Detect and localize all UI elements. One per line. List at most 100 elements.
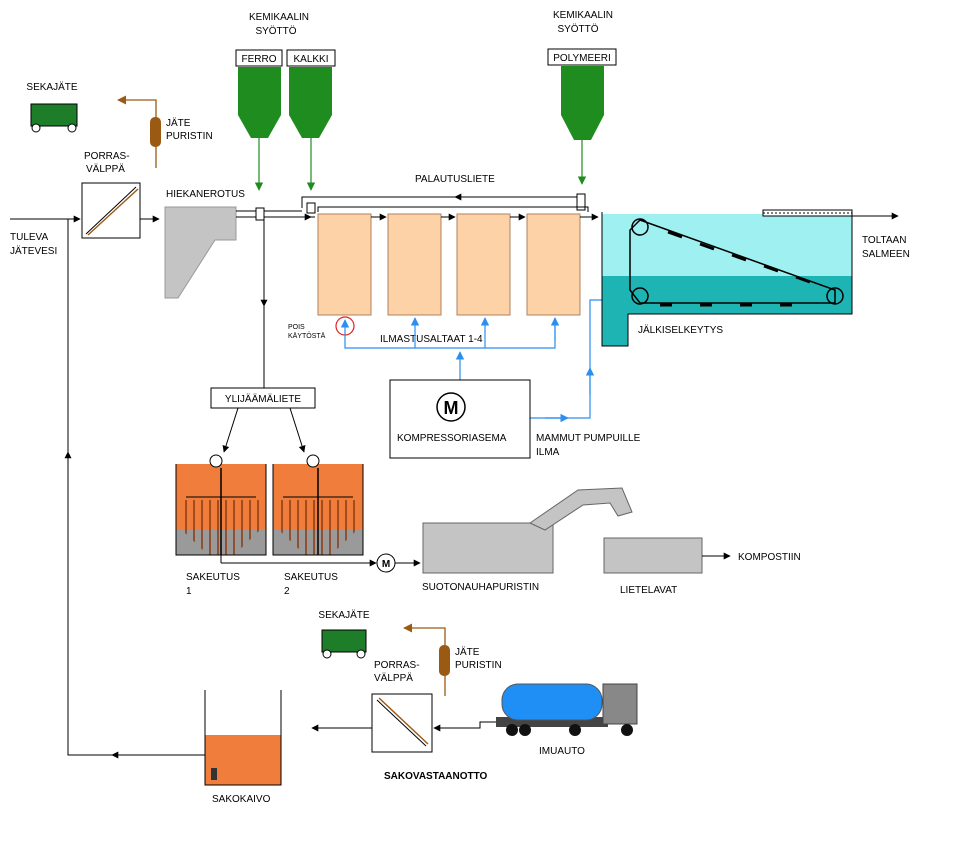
hiekanerotus-label: HIEKANEROTUS [166, 189, 245, 200]
to-thickener-1 [222, 407, 239, 453]
sludge-beds [603, 537, 703, 574]
tanker-truck: IMUAUTO [496, 683, 638, 757]
dosing-point [255, 207, 265, 221]
jate-bottom-label: JÄTE [455, 646, 480, 658]
sakeutus1-label: SAKEUTUS [186, 572, 240, 583]
pois-kaytosta-label: POIS [288, 324, 305, 331]
aeration-tanks: POIS KÄYTÖSTÄ ILMASTUSALTAAT 1-4 [288, 206, 599, 345]
imuauto-label: IMUAUTO [539, 746, 585, 757]
thickener-2 [272, 454, 364, 556]
aeration-tank-2 [387, 213, 442, 316]
truck-to-screen-line [433, 721, 505, 732]
septic-well-liquid [205, 735, 281, 785]
waste-cart-bottom [321, 629, 367, 653]
return-sludge: PALAUTUSLIETE [301, 174, 586, 211]
thickener-1-drive [209, 454, 223, 468]
septic-well: SAKOKAIVO [204, 690, 282, 805]
tuleva-label: TULEVA [10, 232, 48, 243]
sludge-pump-label: M [382, 559, 390, 570]
ilmastusaltaat-label: ILMASTUSALTAAT 1-4 [380, 334, 483, 345]
waste-press-bottom [439, 645, 450, 676]
polymeeri-silo [561, 66, 604, 140]
clarifier-sludge-zone [602, 276, 852, 314]
kalkki-tag [286, 49, 336, 67]
kalkki-silo [289, 67, 332, 138]
toltaan-label-b: SALMEEN [862, 249, 910, 260]
polymeeri-tag [547, 48, 617, 66]
air-distribution [340, 299, 605, 423]
ferro-label: FERRO [242, 54, 277, 65]
thickener-2-drive [306, 454, 320, 468]
dosing-point [306, 202, 316, 214]
bar-screen-rake [87, 188, 139, 236]
chemical-feed-polymeeri: KEMIKAALIN SYÖTTÖ POLYMEERI [547, 10, 617, 185]
lietelavat-label: LIETELAVAT [620, 585, 677, 596]
clarifier-outline [601, 212, 853, 347]
chemical-feed-ferro-kalkki: KEMIKAALIN SYÖTTÖ FERRO KALKKI [235, 12, 336, 191]
scraper-wheel [631, 287, 649, 305]
thickeners: SAKEUTUS 1 SAKEUTUS 2 M [175, 454, 421, 597]
sakeutus1-label-b: 1 [186, 586, 192, 597]
clarifier-hopper [602, 314, 628, 346]
aeration-tank-1 [317, 213, 372, 316]
scraper-wheel [826, 287, 844, 305]
sakovastaanotto-label: SAKOVASTAANOTTO [384, 771, 488, 782]
porras-bottom-label-b: VÄLPPÄ [374, 672, 413, 684]
aeration-tank-3 [456, 213, 511, 316]
chemical-feed-label-2: KEMIKAALIN [553, 10, 613, 21]
belt-conveyor [528, 487, 633, 531]
porras-bottom-label: PORRAS- [374, 660, 420, 671]
truck-chassis [496, 717, 608, 727]
thickener-2-outline [272, 464, 364, 556]
waste-press-top [150, 117, 161, 147]
chemical-feed-label-2b: SYÖTTÖ [557, 23, 598, 35]
screenings-line-bottom [403, 623, 446, 645]
waste-cart-wheel [67, 123, 77, 133]
ylijaamaliete-label: YLIJÄÄMÄLIETE [225, 393, 301, 405]
kompressoriasema-label: KOMPRESSORIASEMA [397, 433, 507, 444]
scraper-chain [629, 219, 836, 304]
bar-screen-rake [378, 697, 429, 745]
compressor-station: M KOMPRESSORIASEMA MAMMUT PUMPUILLE ILMA [389, 379, 641, 459]
kompostiin-label: KOMPOSTIIN [738, 552, 801, 563]
waste-cart-top [30, 103, 78, 127]
waste-cart-wheel [356, 649, 366, 659]
waste-cart-wheel [322, 649, 332, 659]
septic-return [67, 219, 205, 756]
screenings-line-top [117, 95, 157, 117]
ferro-silo [238, 67, 281, 138]
tuleva-label-b: JÄTEVESI [10, 245, 57, 257]
truck-wheel [506, 724, 518, 736]
septic-well-pump [211, 768, 217, 780]
final-clarifier: TOLTAAN SALMEEN JÄLKISELKEYTYS [601, 209, 910, 347]
truck-tank [501, 683, 603, 721]
sludge-handling: SUOTONAUHAPURISTIN LIETELAVAT KOMPOSTIIN [422, 487, 801, 596]
septic-well-outline [204, 690, 282, 786]
mammut-label-b: ILMA [536, 447, 560, 458]
bottom-screening: SEKAJÄTE JÄTE PURISTIN PORRAS- VÄLPPÄ SA… [311, 609, 505, 782]
motor-icon [436, 392, 466, 422]
ylijaamaliete-box [210, 387, 316, 409]
motor-label: M [444, 398, 459, 418]
chemical-feed-label-1: KEMIKAALIN [249, 12, 309, 23]
grit-removal: HIEKANEROTUS [164, 189, 316, 299]
ferro-tag [235, 49, 283, 67]
suotonauhapuristin-label: SUOTONAUHAPURISTIN [422, 582, 539, 593]
jate-top-label: JÄTE [166, 117, 191, 129]
to-thickener-2 [289, 407, 306, 453]
pois-kaytosta-label-b: KÄYTÖSTÄ [288, 332, 326, 340]
septic-return-line [64, 219, 205, 759]
aeration-tank-4 [526, 213, 581, 316]
polymeeri-label: POLYMEERI [553, 53, 611, 64]
waste-cart-wheel [31, 123, 41, 133]
dosing-point [576, 193, 586, 211]
sekajate-top-label: SEKAJÄTE [26, 81, 77, 93]
grit-chamber [164, 206, 237, 299]
clarifier-upper-water [602, 214, 852, 276]
truck-wheel [569, 724, 581, 736]
mammut-label: MAMMUT PUMPUILLE [536, 433, 641, 444]
sakokaivo-label: SAKOKAIVO [212, 794, 271, 805]
chemical-feed-label-1b: SYÖTTÖ [255, 25, 296, 37]
